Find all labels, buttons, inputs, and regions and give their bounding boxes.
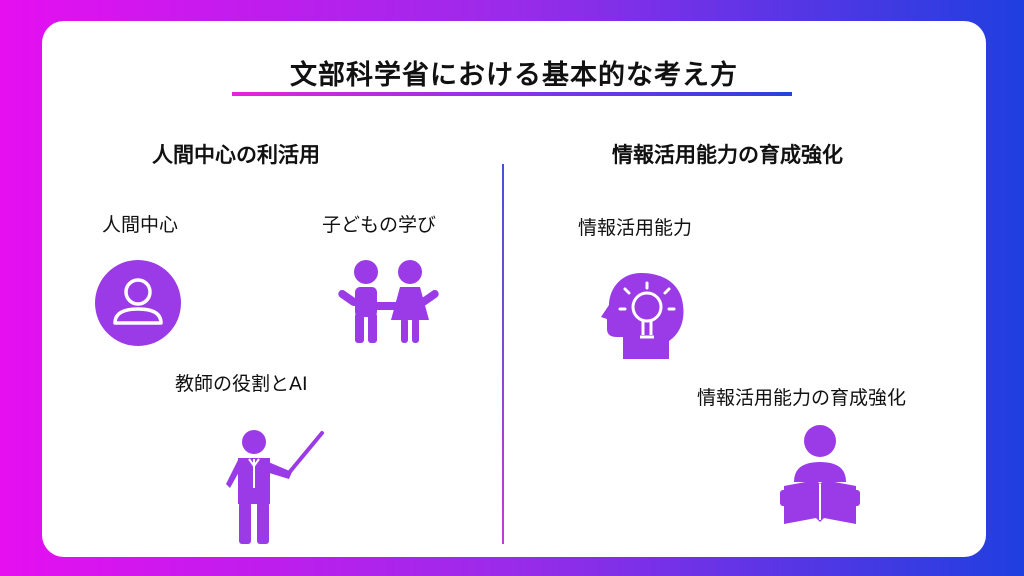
title-underline: [232, 92, 792, 96]
column-divider: [502, 164, 504, 544]
teacher-pointer-icon: [226, 430, 324, 544]
children-icon: [338, 260, 439, 343]
person-reading-icon: [780, 425, 860, 524]
label-information-literacy: 情報活用能力: [578, 217, 693, 239]
label-human-centered: 人間中心: [102, 214, 179, 236]
content-card: 文部科学省における基本的な考え方 人間中心の利活用 人間中心 子どもの学び 教師…: [42, 21, 986, 557]
page-title: 文部科学省における基本的な考え方: [290, 60, 738, 91]
label-information-literacy-training: 情報活用能力の育成強化: [697, 387, 907, 409]
left-heading: 人間中心の利活用: [152, 143, 320, 167]
label-children-learning: 子どもの学び: [322, 214, 437, 236]
label-teacher-role: 教師の役割とAI: [175, 373, 308, 395]
right-heading: 情報活用能力の育成強化: [612, 143, 843, 167]
person-circle-icon: [95, 260, 181, 346]
head-lightbulb-icon: [601, 273, 684, 359]
